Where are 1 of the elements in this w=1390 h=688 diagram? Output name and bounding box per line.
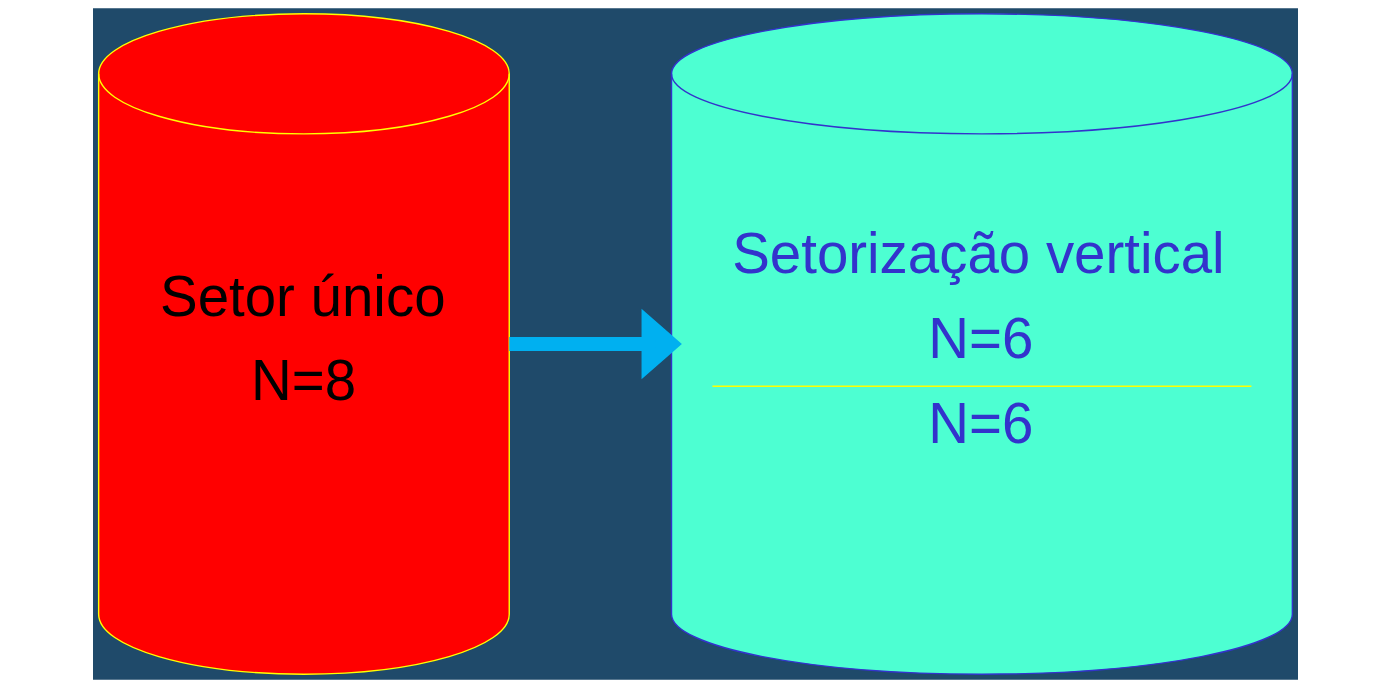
arrow	[508, 308, 682, 380]
